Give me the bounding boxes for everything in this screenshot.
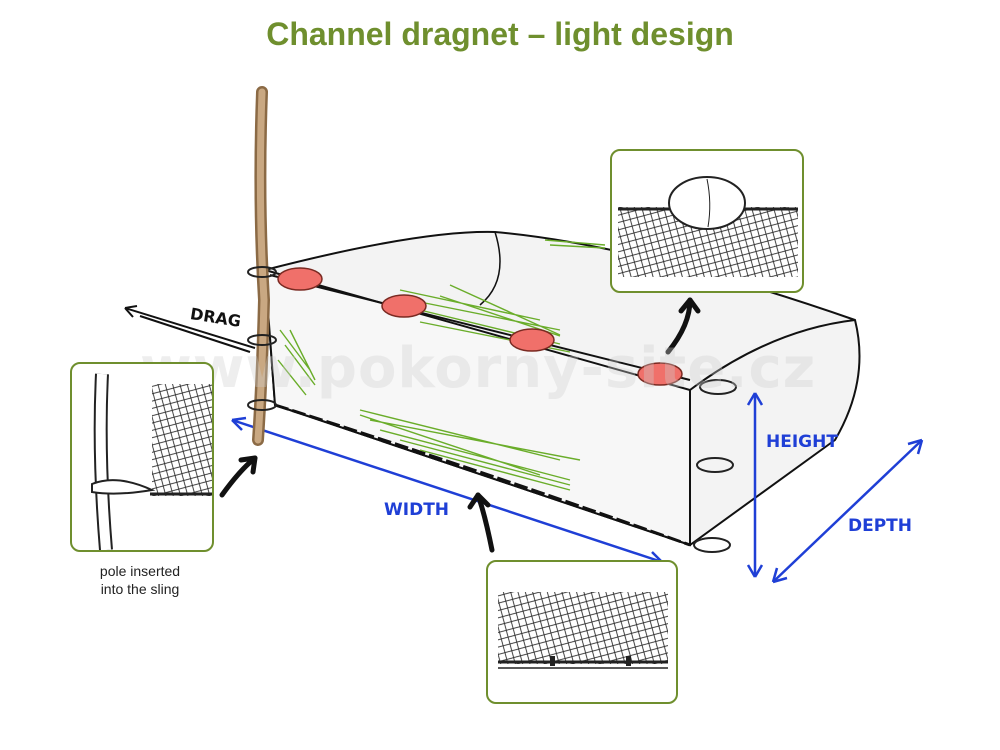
corner-loops xyxy=(693,379,737,553)
drag-arrow xyxy=(124,305,256,353)
diagram-title: Channel dragnet – light design xyxy=(266,16,734,52)
weed-patches xyxy=(277,239,606,491)
float-detail xyxy=(618,176,798,277)
watermark: www.pokorny-site.cz xyxy=(140,336,817,401)
caption-line-2: into the sling xyxy=(100,581,180,597)
floats xyxy=(277,267,683,386)
callout-arrows xyxy=(219,297,701,553)
width-label: WIDTH xyxy=(384,500,450,520)
inset-caption: pole inserted into the sling xyxy=(70,562,210,598)
pole-sling-detail xyxy=(91,373,212,550)
inset-pole-sling xyxy=(70,362,214,552)
inset-float-detail xyxy=(610,149,804,293)
inset-bottom-line xyxy=(486,560,678,704)
caption-line-1: pole inserted xyxy=(99,563,181,579)
height-label: HEIGHT xyxy=(766,432,838,452)
wooden-pole xyxy=(247,86,277,446)
bottom-line-detail xyxy=(498,592,668,669)
depth-label: DEPTH xyxy=(848,516,913,536)
